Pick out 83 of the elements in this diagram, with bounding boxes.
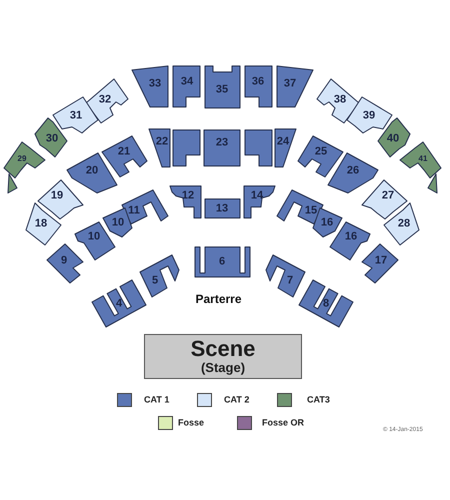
stage-subtitle: (Stage) [200, 361, 246, 376]
section-number: 20 [86, 166, 98, 176]
seating-section [194, 246, 251, 278]
section-number: 29 [18, 155, 26, 163]
seating-section [298, 279, 354, 328]
seating-section [37, 179, 84, 220]
section-number: 30 [46, 134, 58, 144]
seating-section [7, 173, 18, 194]
seating-section [91, 279, 147, 328]
seating-section [276, 65, 314, 108]
seating-section [139, 254, 180, 298]
seating-section [243, 185, 276, 219]
legend-label: CAT3 [307, 396, 330, 404]
section-number: 10 [88, 232, 100, 242]
section-number: 16 [320, 218, 334, 228]
section-number: 31 [70, 110, 82, 122]
seating-section [169, 185, 202, 219]
section-number: 18 [34, 218, 48, 230]
section-number: 38 [334, 94, 346, 106]
legend-label: CAT 1 [144, 396, 170, 404]
section-number: 21 [118, 146, 130, 158]
seating-section [203, 129, 241, 167]
section-number: 33 [148, 78, 162, 90]
section-number: 24 [276, 136, 290, 148]
seating-section [399, 141, 442, 179]
seating-section [316, 78, 360, 124]
section-number: 7 [286, 276, 294, 286]
section-number: 17 [374, 256, 388, 266]
seating-section [361, 243, 399, 284]
seating-section [244, 65, 273, 108]
section-number: 16 [344, 232, 358, 242]
seating-section [327, 152, 379, 194]
seating-section [204, 65, 241, 109]
area-label: Parterre [195, 293, 242, 305]
section-number: 32 [98, 94, 112, 106]
seating-section [131, 65, 169, 108]
seating-section [85, 78, 129, 124]
section-number: 28 [398, 218, 410, 230]
legend-label: Fosse OR [262, 418, 304, 428]
stage-title: Scene [190, 337, 256, 362]
section-number: 36 [252, 76, 264, 88]
section-number: 19 [50, 190, 64, 202]
legend-label: CAT 2 [224, 396, 250, 404]
section-number: 13 [216, 204, 228, 214]
section-number: 27 [382, 190, 394, 202]
legend-label: Fosse [178, 418, 204, 428]
section-number: 37 [284, 78, 296, 90]
section-number: 41 [418, 155, 428, 163]
section-number: 9 [60, 256, 68, 266]
seating-section [361, 179, 408, 220]
seating-section [66, 152, 118, 194]
seating-section [427, 173, 438, 194]
section-number: 22 [156, 136, 168, 148]
section-number: 26 [346, 166, 360, 176]
seating-section [244, 129, 273, 167]
seating-section [46, 243, 84, 284]
seating-section [34, 117, 68, 158]
seating-section [204, 198, 241, 219]
section-number: 5 [152, 276, 158, 286]
section-number: 40 [386, 134, 400, 144]
section-number: 15 [304, 206, 318, 216]
seating-section [172, 65, 201, 108]
seating-section [383, 202, 420, 246]
seating-section [377, 117, 411, 158]
section-number: 10 [112, 218, 124, 228]
seating-section [52, 96, 99, 134]
section-number: 11 [128, 206, 140, 216]
section-number: 39 [362, 110, 376, 122]
section-number: 35 [216, 84, 228, 96]
section-number: 4 [116, 298, 122, 310]
section-number: 12 [182, 190, 194, 202]
seating-section [3, 141, 46, 179]
section-number: 14 [250, 190, 264, 202]
section-number: 8 [322, 298, 330, 310]
section-number: 34 [180, 76, 194, 88]
section-number: 25 [314, 146, 328, 158]
seating-section [172, 129, 201, 167]
stage-box [144, 334, 302, 379]
seating-section [25, 202, 62, 246]
section-number: 23 [216, 138, 228, 148]
seating-section [346, 96, 393, 134]
seating-section [265, 254, 306, 298]
section-number: 6 [218, 256, 226, 268]
